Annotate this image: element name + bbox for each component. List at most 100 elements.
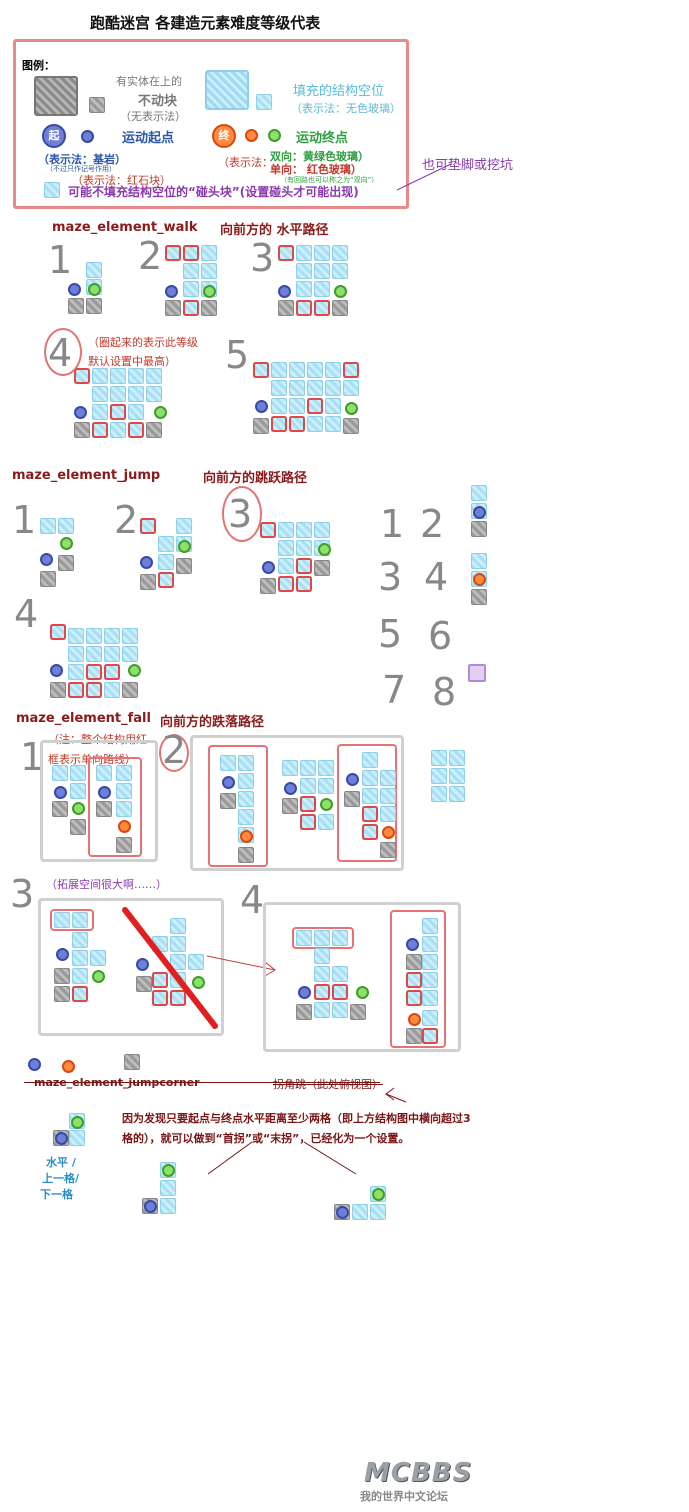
watermark-logo: MCBBS <box>364 1458 473 1488</box>
glass-block-icon <box>471 553 487 569</box>
path-highlight <box>296 558 312 574</box>
glass-block-icon <box>332 1002 348 1018</box>
stone-block-icon <box>40 571 56 587</box>
walk-num-1: 1 <box>48 238 73 282</box>
glass-block-icon <box>362 770 378 786</box>
default-level-circle <box>44 328 82 376</box>
path-highlight <box>422 1028 438 1044</box>
fill-space-note: （表示法：无色玻璃） <box>291 102 401 115</box>
glass-block-icon <box>449 786 465 802</box>
end-note-small: （有回路也可以称之为“双向”） <box>280 176 379 184</box>
stone-block-icon <box>220 793 236 809</box>
glass-block-icon <box>72 968 88 984</box>
glass-block-icon <box>146 368 162 384</box>
start-marker-icon: 起 <box>42 124 66 148</box>
glass-block-icon <box>271 362 287 378</box>
glass-block-icon <box>318 760 334 776</box>
stone-block-icon <box>70 819 86 835</box>
fall-num-4: 4 <box>240 878 265 922</box>
glass-block-icon <box>110 386 126 402</box>
glass-block-icon <box>318 778 334 794</box>
glass-block-icon <box>362 788 378 804</box>
glass-block-icon <box>122 646 138 662</box>
stone-block-icon <box>176 558 192 574</box>
glass-block-icon <box>72 950 88 966</box>
jump-desc: 向前方的跳跃路径 <box>203 471 308 486</box>
start-dot-icon <box>55 1132 68 1145</box>
glass-block-icon <box>170 936 186 952</box>
stone-block-icon <box>260 578 276 594</box>
path-highlight <box>140 518 156 534</box>
path-highlight <box>271 416 287 432</box>
glass-block-icon <box>296 263 312 279</box>
path-highlight <box>86 682 102 698</box>
end-dot-icon <box>128 664 141 677</box>
glass-block-icon <box>471 485 487 501</box>
glass-block-icon <box>160 1180 176 1196</box>
path-highlight <box>128 422 144 438</box>
jump-num-2: 2 <box>114 498 139 542</box>
glass-block-icon <box>104 646 120 662</box>
start-dot-icon <box>346 773 359 786</box>
small-glass-icon <box>256 94 272 110</box>
glass-block-icon <box>122 628 138 644</box>
stone-block-icon <box>58 555 74 571</box>
glass-block-icon <box>307 416 323 432</box>
path-highlight <box>158 572 174 588</box>
glass-block-icon <box>314 966 330 982</box>
glass-block-icon <box>238 773 254 789</box>
start-dot-icon <box>255 400 268 413</box>
start-dot-icon <box>40 553 53 566</box>
path-highlight <box>406 990 422 1006</box>
stone-block-icon <box>380 842 396 858</box>
group-frame <box>38 898 224 1036</box>
glass-block-icon <box>158 536 174 552</box>
glass-block-icon <box>104 682 120 698</box>
jumpcorner-explain-2: 格的），就可以做到“首拐”或“末拐”，已经化为一个设置。 <box>122 1132 410 1145</box>
glass-block-icon <box>300 778 316 794</box>
stone-block-icon <box>96 801 112 817</box>
path-highlight <box>343 362 359 378</box>
one-way-frame <box>390 910 446 1048</box>
end-green-dot-icon <box>72 802 85 815</box>
glass-block-icon <box>296 540 312 556</box>
circle-note-1: （圈起来的表示此等级 <box>88 336 198 349</box>
glass-block-icon <box>325 380 341 396</box>
fall-note-2: 框表示单向路线） <box>48 753 136 766</box>
bump-block-label: 可能不填充结构空位的“碰头块”(设置碰头才可能出现) <box>68 185 359 199</box>
fill-space-label: 填充的结构空位 <box>293 84 385 99</box>
start-dot-icon <box>98 786 111 799</box>
glass-block-icon <box>380 770 396 786</box>
glass-block-icon <box>176 518 192 534</box>
glass-block-icon <box>128 386 144 402</box>
start-dot-icon <box>74 406 87 419</box>
end-dot-icon <box>62 1060 75 1073</box>
glass-block-icon <box>332 245 348 261</box>
start-dot-icon <box>473 506 486 519</box>
end-green-dot-icon <box>372 1188 385 1201</box>
start-note-redstone: （表示法：红石块） <box>72 174 171 187</box>
glass-block-icon <box>201 263 217 279</box>
grid-num-2: 2 <box>420 502 445 546</box>
path-highlight <box>152 990 168 1006</box>
path-highlight <box>92 422 108 438</box>
glass-block-icon <box>422 954 438 970</box>
end-label: 运动终点 <box>296 131 349 146</box>
glass-block-icon <box>40 518 56 534</box>
stone-block-icon <box>238 847 254 863</box>
path-highlight <box>104 664 120 680</box>
stone-block-icon <box>52 801 68 817</box>
path-highlight <box>296 300 312 316</box>
cross-out-line <box>122 907 218 1029</box>
glass-block-icon <box>307 362 323 378</box>
path-highlight <box>50 624 66 640</box>
glass-block-icon <box>278 558 294 574</box>
stone-block-icon <box>136 976 152 992</box>
jump-num-4: 4 <box>14 592 39 636</box>
glass-block-icon <box>296 930 312 946</box>
glass-block-icon <box>69 1130 85 1146</box>
side-label-1: 水平 / <box>46 1156 76 1169</box>
stone-block-icon <box>471 589 487 605</box>
glass-block-icon <box>296 522 312 538</box>
grid-num-4: 4 <box>424 555 449 599</box>
